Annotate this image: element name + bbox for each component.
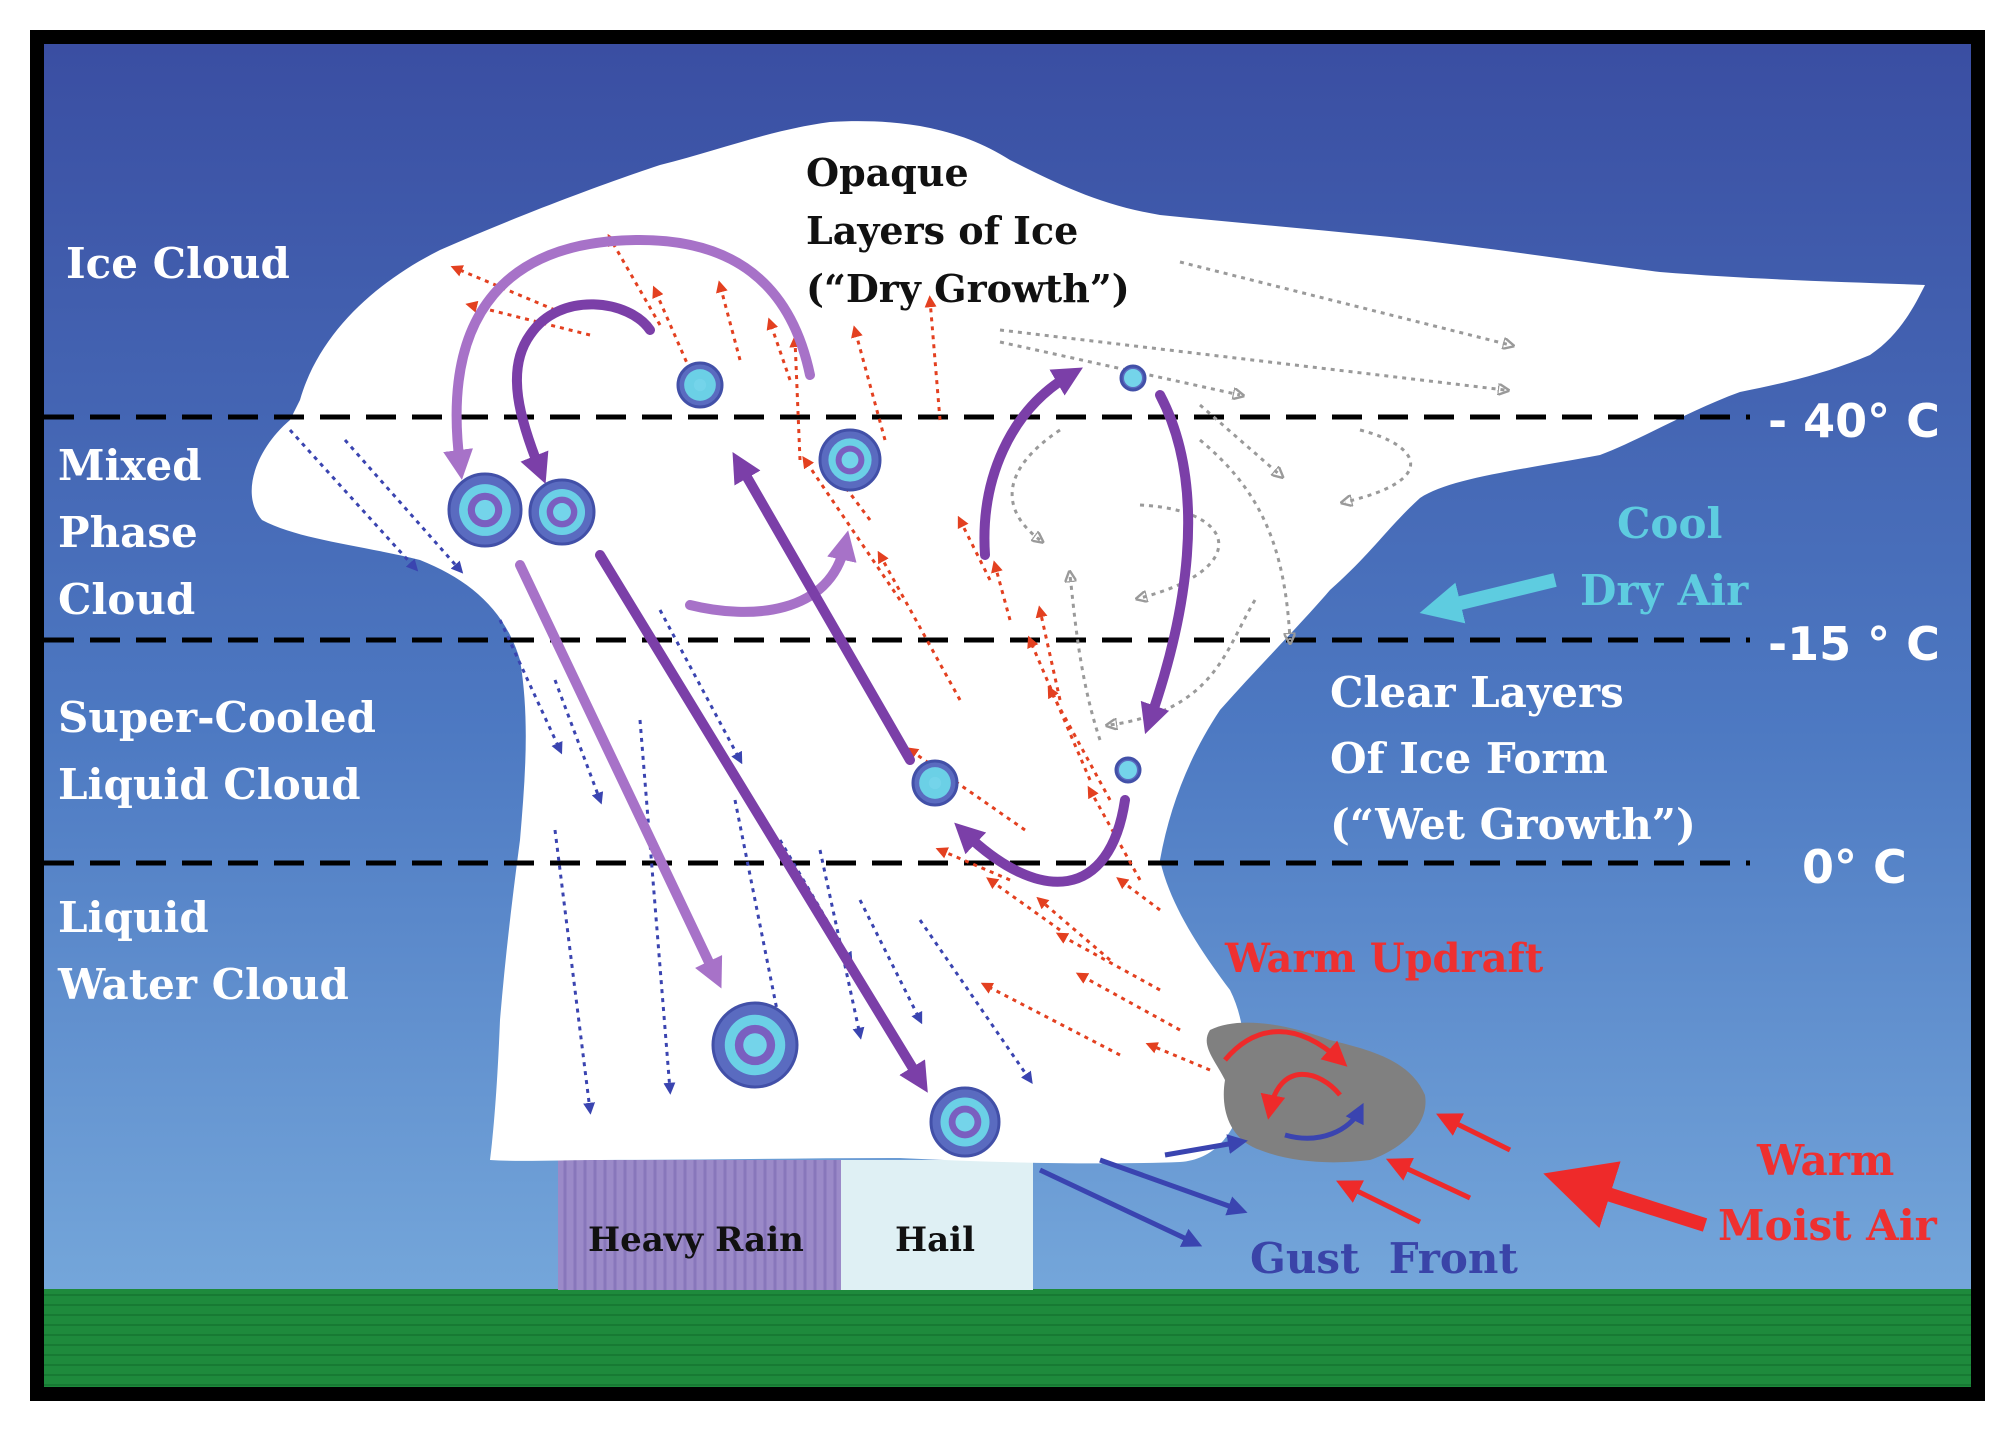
heavy-rain-area xyxy=(558,1160,841,1290)
label-clear-3: (“Wet Growth”) xyxy=(1330,800,1696,849)
cool-dry-air-arrow xyxy=(1419,573,1557,624)
hailstone xyxy=(711,1001,799,1089)
label-super-cooled-1: Super-Cooled xyxy=(58,693,376,742)
label-warm-updraft: Warm Updraft xyxy=(1224,935,1544,982)
hailstones xyxy=(447,361,1147,1158)
hailstone-core xyxy=(928,776,942,790)
hailstone xyxy=(911,759,959,807)
hailstone-core xyxy=(1124,369,1142,387)
label-gust-front: Gust Front xyxy=(1250,1234,1518,1283)
hailstone xyxy=(818,428,882,492)
gust-front-cloud xyxy=(1206,1022,1426,1163)
label-mixed-phase-3: Cloud xyxy=(58,575,195,624)
hailstone xyxy=(447,472,523,548)
hailstone-core xyxy=(693,378,707,392)
label-warm-moist-2: Moist Air xyxy=(1718,1201,1938,1250)
gust-swirl-blue xyxy=(1284,1102,1364,1141)
hailstone xyxy=(528,478,596,546)
label-opaque-1: Opaque xyxy=(806,150,969,195)
warm-updraft-swirl xyxy=(1223,1029,1348,1120)
hailstone-core xyxy=(553,503,571,521)
hailstone xyxy=(929,1086,1001,1158)
label-mixed-phase-2: Phase xyxy=(58,508,198,557)
label-heavy-rain: Heavy Rain xyxy=(588,1220,804,1260)
label-hail: Hail xyxy=(895,1220,975,1260)
label-cool-1: Cool xyxy=(1617,499,1722,548)
hailstone-core xyxy=(1119,761,1137,779)
label-warm-moist-1: Warm xyxy=(1756,1136,1894,1185)
hail-trajectory-arrows xyxy=(443,234,1194,1093)
hailstone xyxy=(1114,756,1142,784)
label-temp-zero: 0° C xyxy=(1802,840,1907,894)
hailstone xyxy=(1119,364,1147,392)
hailstone-core xyxy=(841,451,859,469)
label-temp-minus15: -15 ° C xyxy=(1768,617,1940,671)
ground xyxy=(44,1289,1971,1387)
hailstone xyxy=(676,361,724,409)
hailstone-core xyxy=(743,1033,767,1057)
label-super-cooled-2: Liquid Cloud xyxy=(58,760,361,809)
label-mixed-phase-1: Mixed xyxy=(58,441,202,490)
label-temp-minus40: - 40° C xyxy=(1768,394,1940,448)
hailstone-core xyxy=(955,1112,975,1132)
storm-cloud xyxy=(251,121,1926,1164)
warm-moist-air-main-arrow xyxy=(1543,1161,1708,1232)
label-clear-2: Of Ice Form xyxy=(1330,734,1608,783)
label-clear-1: Clear Layers xyxy=(1330,668,1624,717)
hail-area xyxy=(841,1160,1033,1290)
gray-anvil-arrows xyxy=(999,260,1510,741)
gust-front-arrows xyxy=(1038,1134,1248,1247)
warm-moist-air-arrows xyxy=(1336,1113,1512,1225)
label-cool-2: Dry Air xyxy=(1580,566,1749,615)
label-ice-cloud: Ice Cloud xyxy=(66,239,290,288)
hailstone-core xyxy=(474,499,496,521)
label-liquid-water-1: Liquid xyxy=(58,893,209,942)
label-opaque-3: (“Dry Growth”) xyxy=(806,266,1130,311)
label-opaque-2: Layers of Ice xyxy=(806,208,1078,253)
blue-downdraft-arrows xyxy=(288,428,1033,1115)
label-liquid-water-2: Water Cloud xyxy=(57,960,349,1009)
